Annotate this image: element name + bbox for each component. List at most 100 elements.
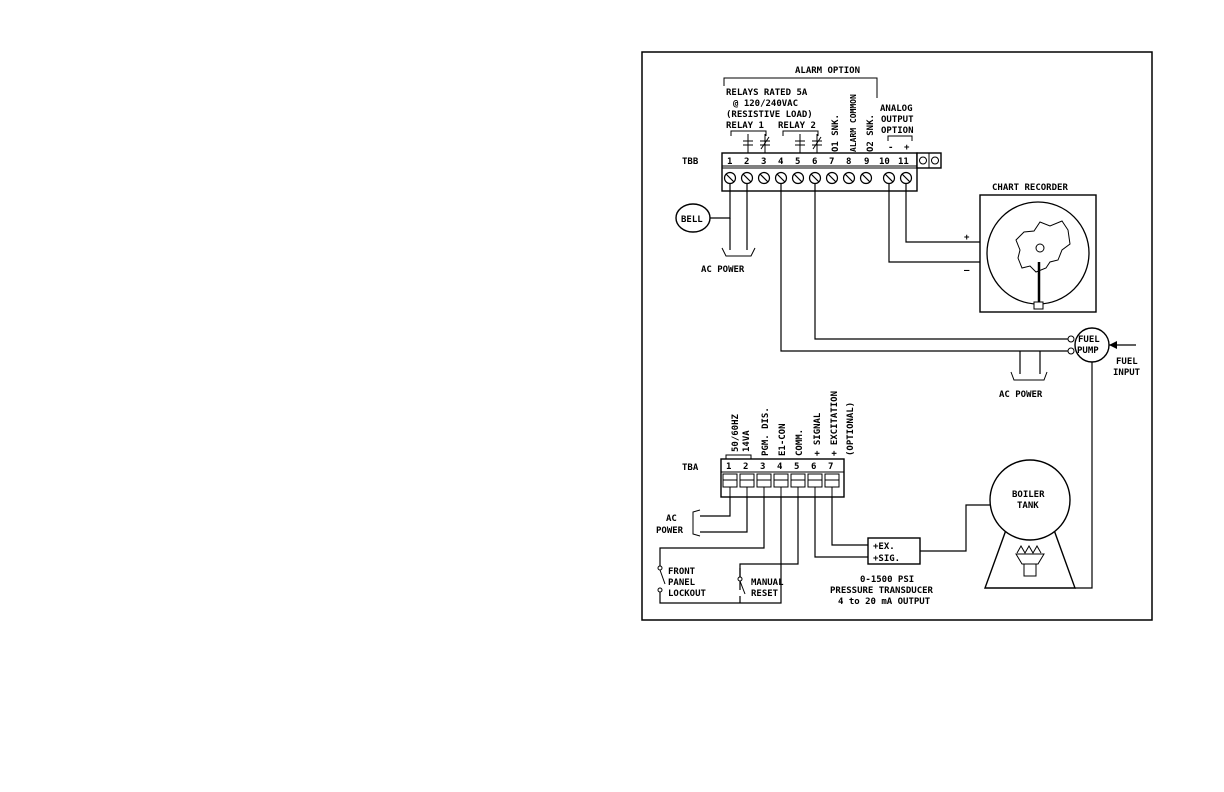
svg-text:7: 7 <box>828 462 833 472</box>
o1-snk-label: O1 SNK. <box>831 114 841 152</box>
lockout-label: LOCKOUT <box>668 589 707 599</box>
lockout-return-wire <box>659 497 782 604</box>
power-label: POWER <box>656 526 684 536</box>
tbb6-to-pump-wire <box>814 184 1068 340</box>
tba-terminal-numbers: 1 2 3 4 5 6 7 <box>726 462 833 472</box>
tba7-ex-wire <box>831 497 868 546</box>
burner-icon <box>1015 544 1045 577</box>
option-label: OPTION <box>881 126 914 136</box>
relays-rated-text: RELAYS RATED 5A <box>726 88 808 98</box>
fuel-input-label-1: FUEL <box>1116 357 1138 367</box>
analog-minus-wire <box>888 184 980 263</box>
ac-power-bracket-mid <box>1010 371 1048 381</box>
tba3-lockout-wire <box>659 497 765 566</box>
ac-label: AC <box>666 514 677 524</box>
svg-text:7: 7 <box>829 157 834 167</box>
manual-label: MANUAL <box>751 578 784 588</box>
ac-power-top-label: AC POWER <box>701 265 745 275</box>
chart-recorder-title: CHART RECORDER <box>992 183 1068 193</box>
tba1-ac-wire <box>700 497 731 517</box>
pump-to-boiler-wire <box>1075 362 1093 589</box>
transducer-range-label: 0-1500 PSI <box>860 575 914 585</box>
tba2-ac-wire <box>700 497 748 533</box>
tba6-sig-wire <box>814 497 868 558</box>
bell-label: BELL <box>681 215 703 225</box>
tba5-reset-wire <box>739 497 799 577</box>
chart-trace <box>1015 220 1071 273</box>
svg-text:4: 4 <box>777 462 783 472</box>
tba-e1-con-label: E1-CON <box>778 423 788 456</box>
relay1-bracket <box>730 130 767 136</box>
analog-label: ANALOG <box>880 104 913 114</box>
fuel-pump-circle <box>1074 327 1110 363</box>
relay2-contact-symbols <box>795 134 822 153</box>
analog-bracket <box>887 135 913 141</box>
analog-plus-label: + <box>904 143 910 153</box>
tba-14va-label: 14VA <box>742 430 752 452</box>
fuel-input-arrow-head <box>1109 341 1117 349</box>
boiler-label: BOILER <box>1012 490 1045 500</box>
relays-voltage-text: @ 120/240VAC <box>733 99 798 109</box>
tbb-block <box>721 152 918 192</box>
chart-plus-label: + <box>964 233 970 243</box>
transducer-to-boiler-wire <box>920 504 990 552</box>
svg-text:3: 3 <box>761 157 766 167</box>
analog-minus-label: - <box>888 143 893 153</box>
tba-signal-label: + SIGNAL <box>813 412 823 456</box>
relays-load-text: (RESISTIVE LOAD) <box>726 110 813 120</box>
relay1-label: RELAY 1 <box>726 121 764 131</box>
svg-text:6: 6 <box>812 157 817 167</box>
tba-clamps <box>722 473 840 497</box>
svg-text:1: 1 <box>727 157 732 167</box>
relay1-contact-symbols <box>743 134 770 153</box>
fuel-pump-label-2: PUMP <box>1077 346 1099 356</box>
ac-power-bracket-top <box>721 247 756 257</box>
tbb-screws <box>723 171 913 185</box>
fuel-pump-label-1: FUEL <box>1078 335 1100 345</box>
svg-text:5: 5 <box>795 157 800 167</box>
transducer-sig-label: +SIG. <box>873 554 900 564</box>
ac-power-bracket-left <box>692 509 701 537</box>
front-label: FRONT <box>668 567 696 577</box>
tank-label: TANK <box>1017 501 1039 511</box>
transducer-ex-label: +EX. <box>873 542 895 552</box>
tbb-terminal-numbers: 1 2 3 4 5 6 7 8 9 10 11 <box>727 157 909 167</box>
chart-minus-label: – <box>964 266 970 276</box>
svg-text:9: 9 <box>864 157 869 167</box>
svg-text:4: 4 <box>778 157 784 167</box>
svg-text:2: 2 <box>743 462 748 472</box>
boiler-tank-circle <box>989 459 1071 541</box>
svg-text:11: 11 <box>898 157 909 167</box>
panel-label: PANEL <box>668 578 696 588</box>
transducer-type-label: PRESSURE TRANSDUCER <box>830 586 934 596</box>
relay2-label: RELAY 2 <box>778 121 816 131</box>
tba-pgm-dis-label: PGM. DIS. <box>761 407 771 456</box>
relay2-bracket <box>782 130 819 136</box>
tba-comm-label: COMM. <box>795 429 805 456</box>
reset-label: RESET <box>751 589 779 599</box>
tba-excitation-label: + EXCITATION <box>830 391 840 456</box>
svg-text:10: 10 <box>879 157 890 167</box>
svg-text:1: 1 <box>726 462 731 472</box>
alarm-option-title: ALARM OPTION <box>795 66 860 76</box>
output-label: OUTPUT <box>881 115 914 125</box>
fuel-input-label-2: INPUT <box>1113 368 1141 378</box>
tba-50hz-label: 50/60HZ <box>731 413 741 452</box>
transducer-output-label: 4 to 20 mA OUTPUT <box>838 597 931 607</box>
svg-text:3: 3 <box>760 462 765 472</box>
svg-text:2: 2 <box>744 157 749 167</box>
tba-power-bracket <box>725 454 752 460</box>
svg-text:5: 5 <box>794 462 799 472</box>
tba-label: TBA <box>682 463 699 473</box>
ac-power-mid-label: AC POWER <box>999 390 1043 400</box>
tbb4-to-pump-wire <box>780 184 1068 352</box>
svg-text:8: 8 <box>846 157 851 167</box>
o2-snk-label: O2 SNK. <box>866 114 876 152</box>
tba-optional-label: (OPTIONAL) <box>846 402 856 456</box>
analog-plus-wire <box>905 184 980 243</box>
diagram-frame <box>641 51 1153 621</box>
svg-text:6: 6 <box>811 462 816 472</box>
alarm-option-bracket <box>723 77 878 98</box>
tbb-label: TBB <box>682 157 699 167</box>
